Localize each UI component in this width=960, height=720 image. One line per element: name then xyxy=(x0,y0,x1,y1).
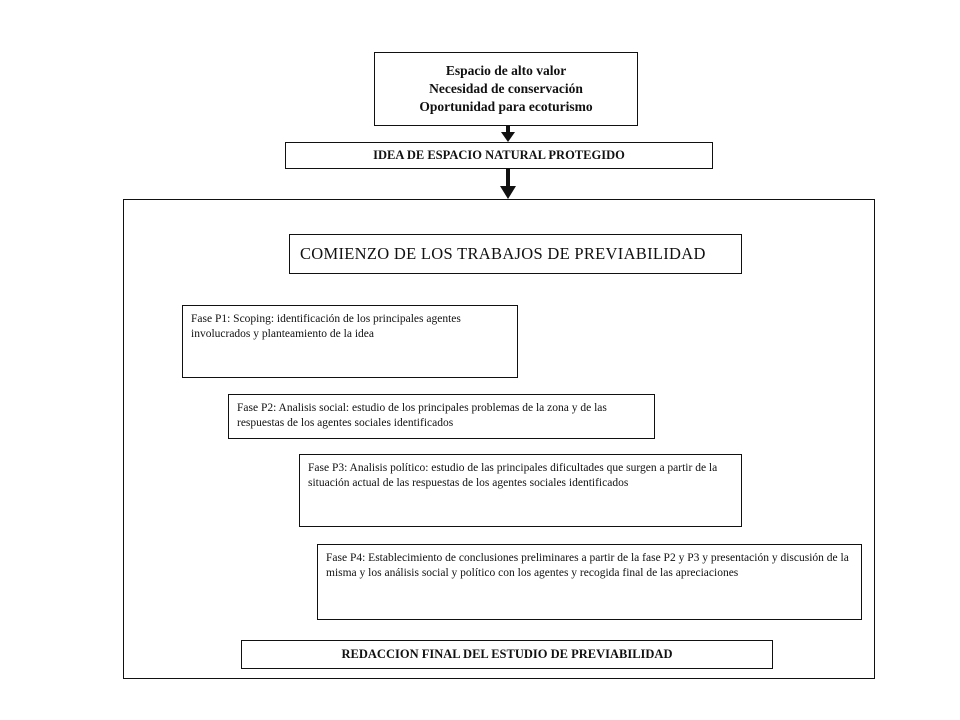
context-line-2: Necesidad de conservación xyxy=(429,81,583,96)
phase-p4-box: Fase P4: Establecimiento de conclusiones… xyxy=(317,544,862,620)
phase-p3-box: Fase P3: Analisis político: estudio de l… xyxy=(299,454,742,527)
final-box: REDACCION FINAL DEL ESTUDIO DE PREVIABIL… xyxy=(241,640,773,669)
phase-p2-text: Fase P2: Analisis social: estudio de los… xyxy=(237,402,607,429)
arrow-idea-to-frame xyxy=(500,169,516,199)
context-line-1: Espacio de alto valor xyxy=(445,63,567,78)
start-box: COMIENZO DE LOS TRABAJOS DE PREVIABILIDA… xyxy=(289,234,742,274)
final-label: REDACCION FINAL DEL ESTUDIO DE PREVIABIL… xyxy=(341,647,673,661)
arrow-top-to-idea xyxy=(501,126,515,142)
idea-box: IDEA DE ESPACIO NATURAL PROTEGIDO xyxy=(285,142,713,169)
context-box: Espacio de alto valor Necesidad de conse… xyxy=(374,52,638,126)
phase-p1-box: Fase P1: Scoping: identificación de los … xyxy=(182,305,518,378)
phase-p2-box: Fase P2: Analisis social: estudio de los… xyxy=(228,394,655,439)
context-line-3: Oportunidad para ecoturismo xyxy=(419,99,593,114)
phase-p4-text: Fase P4: Establecimiento de conclusiones… xyxy=(326,552,849,579)
phase-p3-text: Fase P3: Analisis político: estudio de l… xyxy=(308,462,718,489)
phase-p1-text: Fase P1: Scoping: identificación de los … xyxy=(191,313,461,340)
idea-label: IDEA DE ESPACIO NATURAL PROTEGIDO xyxy=(373,148,625,162)
start-label: COMIENZO DE LOS TRABAJOS DE PREVIABILIDA… xyxy=(300,244,706,263)
